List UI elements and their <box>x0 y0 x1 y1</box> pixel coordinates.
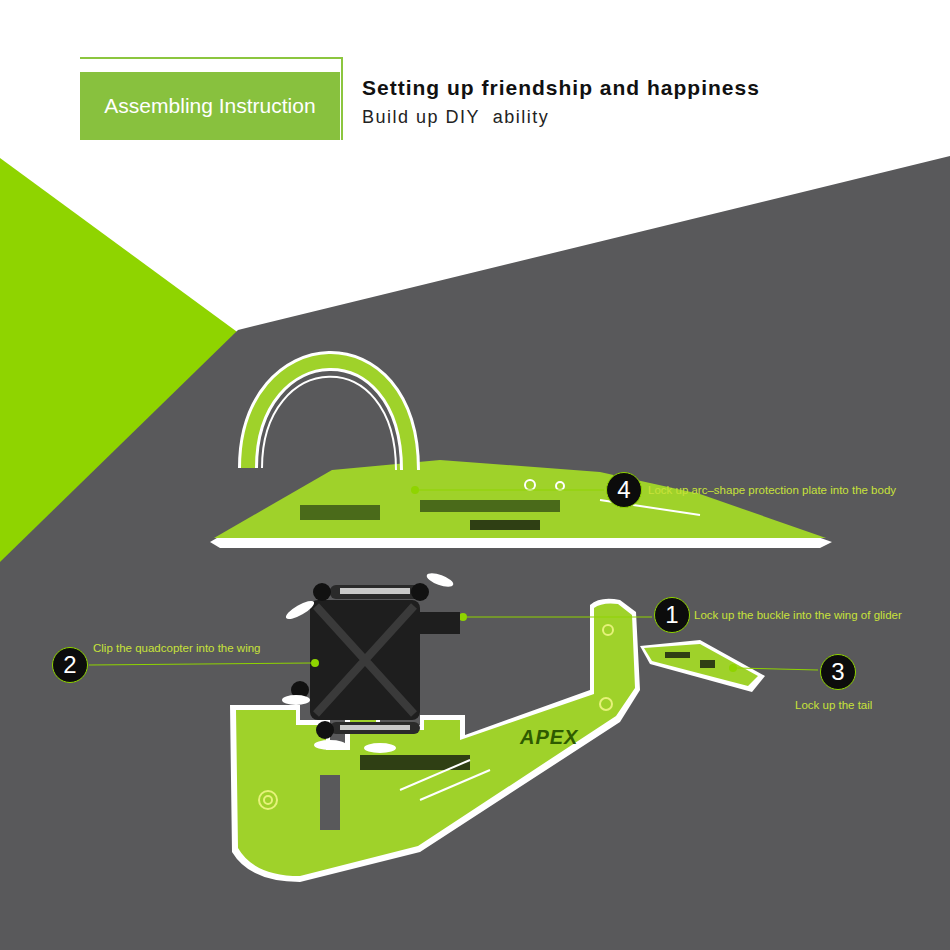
callout-number: 1 <box>654 597 690 633</box>
grey-ground <box>0 156 950 950</box>
brand-mark: APEX <box>520 726 578 749</box>
wing-plate <box>210 460 832 548</box>
header-box: Assembling Instruction <box>80 72 340 140</box>
step-text: Clip the quadcopter into the wing <box>93 642 261 654</box>
arc-protection-plate <box>248 361 410 470</box>
callout-digit: 2 <box>63 652 76 678</box>
callout-number: 4 <box>606 472 642 508</box>
quadcopter <box>282 571 460 753</box>
subtitle: Build up DIY ability <box>362 107 549 128</box>
title: Setting up friendship and happiness <box>362 76 760 100</box>
leader-dot <box>729 664 737 672</box>
leader-line <box>467 617 652 618</box>
callout-number: 3 <box>820 654 856 690</box>
leader-line <box>737 668 818 670</box>
step-text: Lock up the tail <box>795 699 872 711</box>
callout-digit: 3 <box>831 659 844 685</box>
glider-body <box>230 599 640 882</box>
step-text: Lock up arc–shape protection plate into … <box>648 484 896 496</box>
header-frame <box>80 58 342 140</box>
callout-digit: 4 <box>617 477 630 503</box>
leader-dot <box>411 486 419 494</box>
leader-dot <box>311 659 319 667</box>
tail-plate <box>640 640 765 692</box>
leader-line <box>419 490 604 491</box>
leader-line <box>89 663 311 665</box>
step-text: Lock up the buckle into the wing of glid… <box>694 609 902 621</box>
callout-number: 2 <box>52 647 88 683</box>
header-text: Assembling Instruction <box>104 94 315 117</box>
callout-digit: 1 <box>665 602 678 628</box>
leader-dot <box>459 613 467 621</box>
